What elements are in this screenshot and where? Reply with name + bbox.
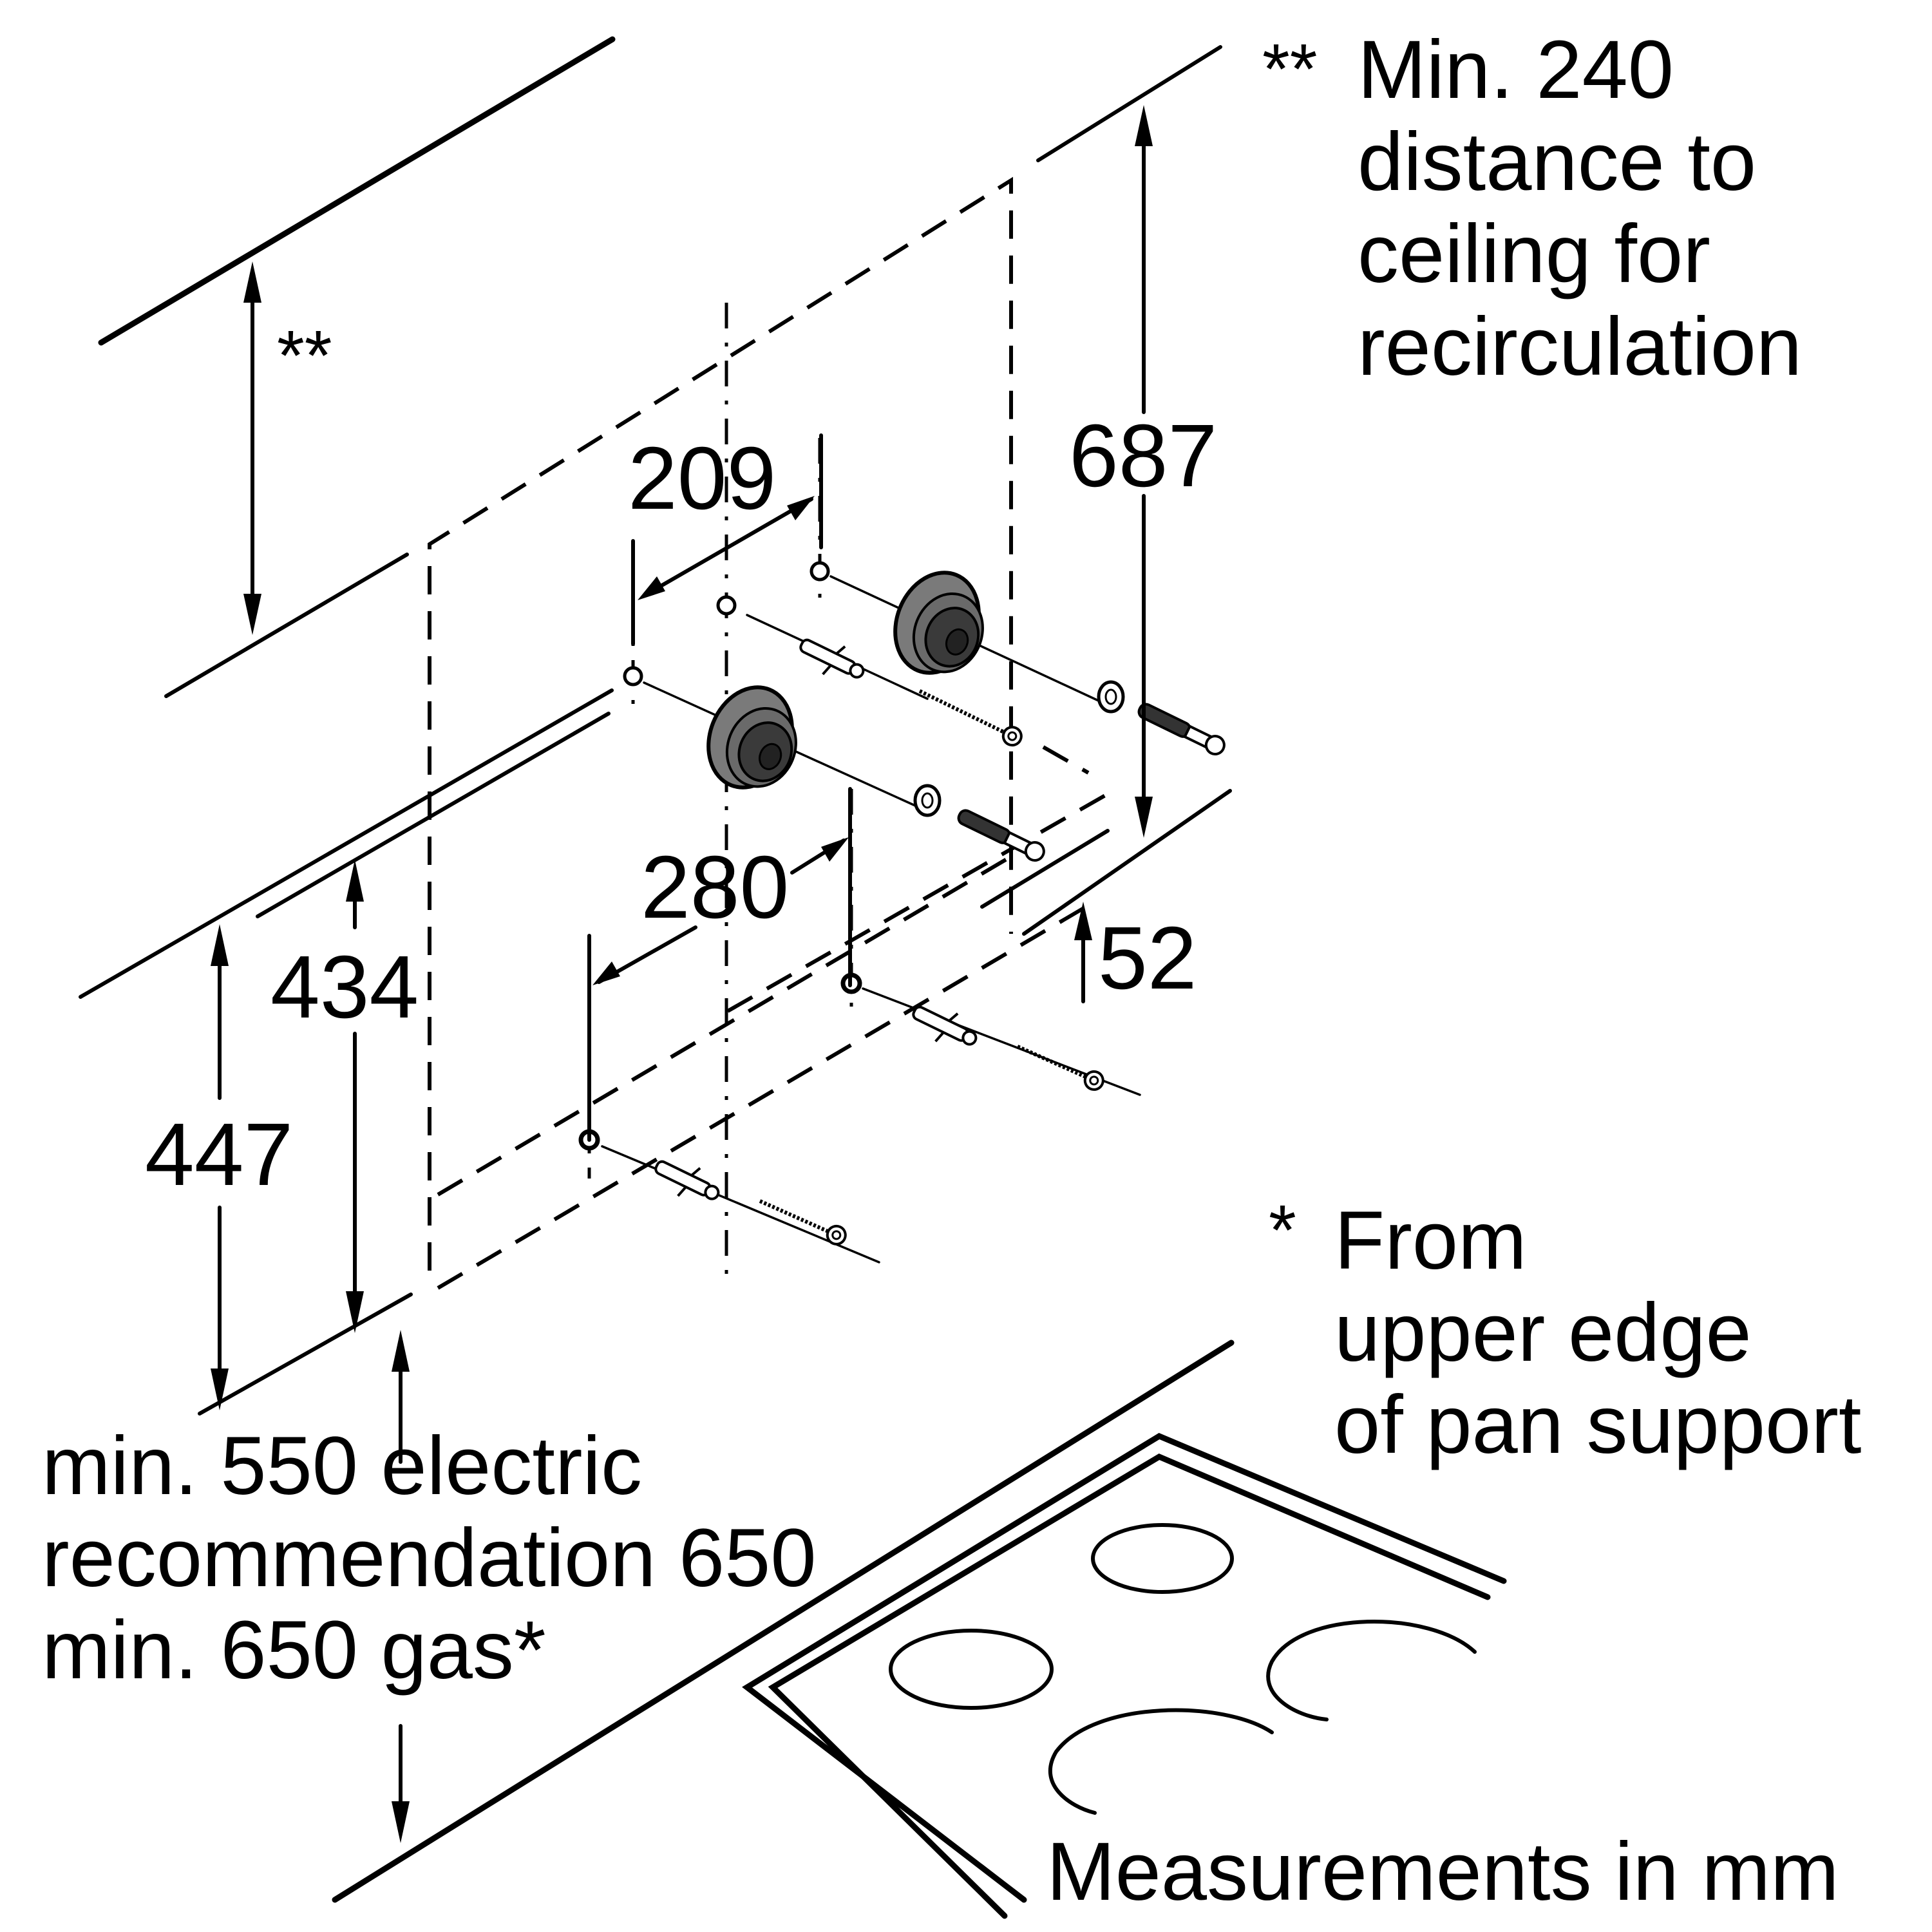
note-pan-line-2: upper edge [1334, 1287, 1752, 1379]
label-447: 447 [145, 1105, 293, 1204]
ceiling-lines [98, 36, 1222, 698]
total-height-arrow [1135, 105, 1153, 838]
label-434: 434 [270, 938, 419, 1037]
hood-edge-lines [79, 688, 1232, 1416]
offset-bottom-arrow [1074, 902, 1092, 1003]
drill-holes [578, 561, 862, 1151]
label-687: 687 [1069, 406, 1217, 506]
hood-top-line [164, 553, 409, 698]
hood-top-line-right [1036, 45, 1222, 162]
wall-plug-left [654, 1160, 720, 1200]
worktop-edge [332, 1340, 1235, 1903]
note-ceiling-marker: ** [1262, 30, 1318, 109]
hood-bottom-right-1 [1022, 789, 1232, 936]
dimension-labels: ** 209 280 687 52 447 434 [145, 316, 1217, 1204]
screw-left [759, 1199, 847, 1245]
washer-upper [1097, 680, 1125, 714]
hob [332, 1340, 1507, 1919]
note-hob-line-2: recommendation 650 [42, 1512, 817, 1604]
screw-upper [918, 689, 1023, 747]
hole-spacing-lower-arrow [587, 787, 852, 1142]
note-ceiling-line-4: recirculation [1358, 301, 1802, 393]
template-short-dash-right [1042, 745, 1090, 775]
note-hob-line-3: min. 650 gas* [42, 1604, 546, 1696]
hob-burner-left [889, 1629, 1054, 1710]
hood-front-edge-inner [256, 712, 611, 918]
height-outer-arrow [211, 924, 229, 1410]
template-top-dashed [428, 176, 1013, 1271]
screw-right [1016, 1045, 1104, 1091]
anchor-bolt-lower [957, 809, 1045, 862]
label-52: 52 [1098, 909, 1197, 1008]
mounting-template [428, 176, 1112, 1290]
hood-bottom-right-2 [980, 829, 1110, 909]
hob-distance-arrow [392, 1330, 410, 1843]
hob-outer-frame [742, 1432, 1507, 1903]
height-inner-arrow [346, 860, 364, 1333]
drill-hole-upper-right [810, 561, 830, 582]
wall-plug-right [912, 1005, 978, 1046]
hob-burner-front [1048, 1708, 1274, 1815]
hob-inner-frame [768, 1453, 1491, 1919]
note-pan-line-3: of pan support [1334, 1379, 1861, 1471]
hood-front-edge [79, 688, 614, 999]
hood-bottom-edge [198, 1293, 413, 1416]
hob-burner-right [1266, 1620, 1477, 1721]
note-ceiling-line-1: Min. 240 [1358, 24, 1674, 116]
note-hob-distance: min. 550 electric recommendation 650 min… [42, 1420, 817, 1696]
wall-plug-upper [799, 638, 865, 679]
note-ceiling-line-2: distance to [1358, 116, 1756, 208]
drill-hole-upper-left [623, 666, 643, 687]
template-mid-dashed [437, 855, 1012, 1197]
ceiling-gap-arrow [243, 261, 261, 635]
bracket-knob-lower [706, 685, 797, 790]
note-ceiling-line-3: ceiling for [1358, 208, 1710, 300]
note-hob-line-1: min. 550 electric [42, 1420, 642, 1512]
label-209: 209 [628, 429, 776, 528]
note-ceiling: ** Min. 240 distance to ceiling for reci… [1262, 24, 1802, 393]
bracket-knob-upper [893, 571, 984, 675]
note-pan-marker: * [1269, 1191, 1296, 1270]
hob-burner-back [1091, 1523, 1234, 1594]
label-280: 280 [641, 838, 789, 937]
label-ceiling-gap: ** [277, 316, 332, 395]
template-bottom-dashed [437, 900, 1096, 1290]
washer-lower [913, 784, 942, 817]
drill-hole-upper-center [716, 595, 737, 616]
template-upper-inner-dashed [726, 790, 1112, 1013]
ceiling-line [98, 36, 616, 346]
anchor-bolt-upper [1137, 703, 1226, 755]
hole-spacing-upper-arrow [631, 433, 823, 646]
note-pan-line-1: From [1334, 1195, 1527, 1287]
note-pan-support: * From upper edge of pan support [1269, 1191, 1861, 1471]
dimension-arrows [211, 105, 1153, 1843]
units-note: Measurements in mm [1046, 1826, 1839, 1918]
